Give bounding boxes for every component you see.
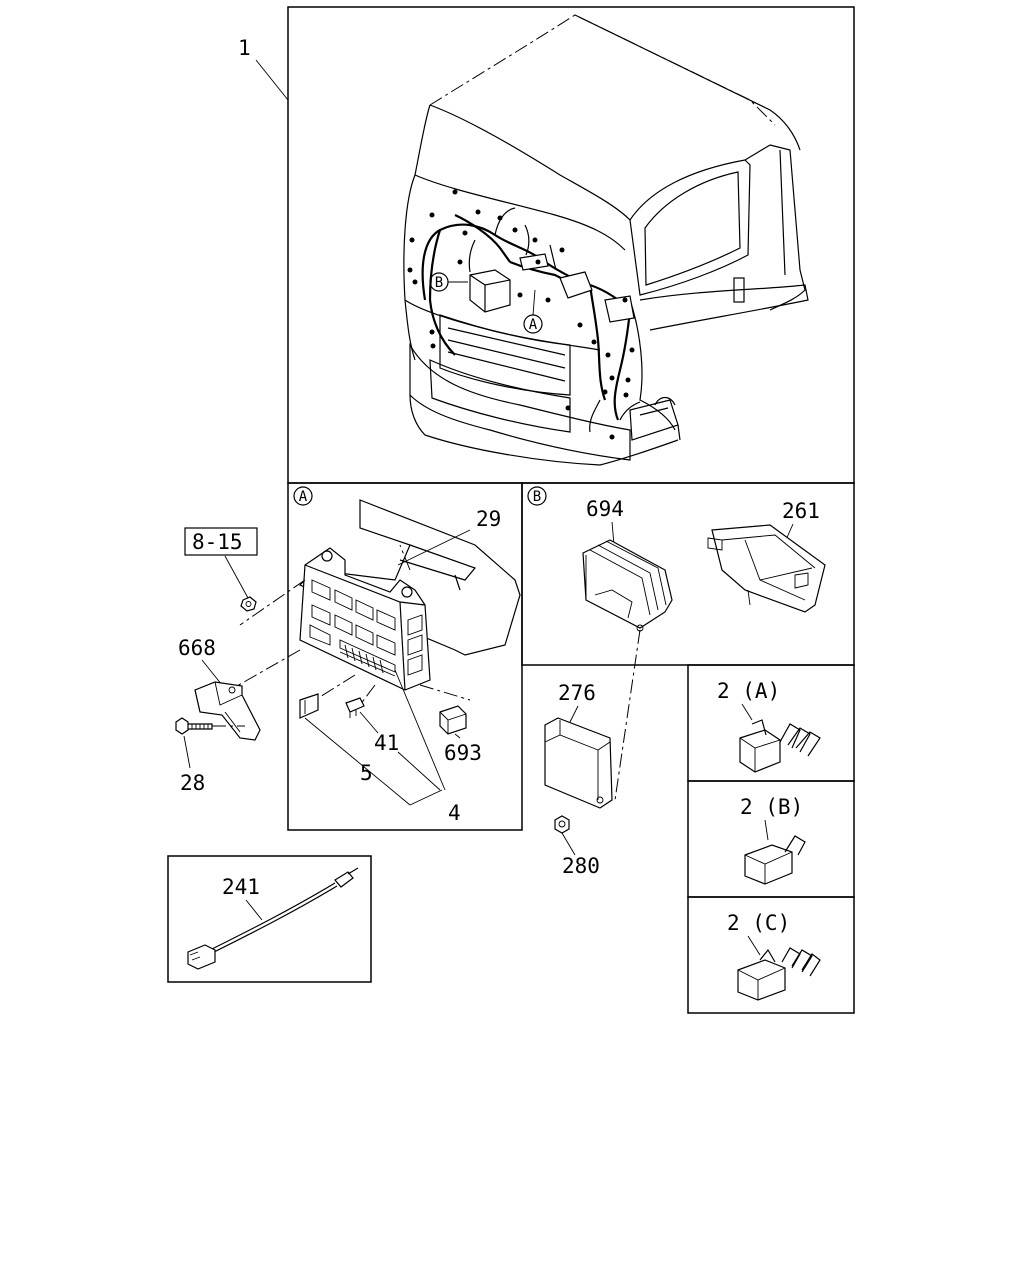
callout-b-circle-panel xyxy=(527,486,547,506)
cover-261-icon xyxy=(707,524,826,613)
label-bracket-668: 668 xyxy=(178,636,216,660)
fuse-box-assembly xyxy=(229,499,521,806)
label-clip-5: 5 xyxy=(360,761,373,785)
nut-280-icon xyxy=(554,815,570,834)
leader-28 xyxy=(183,735,191,769)
relay-2b-icon xyxy=(744,835,806,885)
label-nut-280: 280 xyxy=(562,854,600,878)
ecu-694-icon xyxy=(582,539,673,632)
bolt-28-icon xyxy=(175,717,245,735)
leader-2c xyxy=(747,935,761,956)
label-cover-276: 276 xyxy=(558,681,596,705)
leader-1 xyxy=(255,59,289,101)
panel-frames xyxy=(167,6,855,1014)
callout-a-panel: A xyxy=(299,489,308,505)
label-relay-2a: 2 (A) xyxy=(717,679,780,703)
label-ecu-694: 694 xyxy=(586,497,624,521)
label-bolt-28: 28 xyxy=(180,771,205,795)
relay-2c-panel xyxy=(687,896,855,1014)
leader-2a xyxy=(741,703,753,721)
leader-280 xyxy=(561,832,576,856)
wire-241-panel xyxy=(167,855,372,983)
label-fusebox-4: 4 xyxy=(448,801,461,825)
wire-lead-241-icon xyxy=(187,867,359,970)
label-relay-2c: 2 (C) xyxy=(727,911,790,935)
label-cover-241: 241 xyxy=(222,875,260,899)
label-ref-8-15: 8-15 xyxy=(192,530,243,554)
leader-668 xyxy=(201,659,223,686)
leader-241 xyxy=(245,899,263,921)
leader-8-15 xyxy=(224,555,249,599)
main-cab-panel xyxy=(287,6,855,484)
bracket-668-icon xyxy=(194,681,261,741)
label-relay-693: 693 xyxy=(444,741,482,765)
relay-2c-icon xyxy=(737,947,821,1001)
leader-694 xyxy=(611,521,615,546)
label-cover-261: 261 xyxy=(782,499,820,523)
callout-b-panel: B xyxy=(533,489,541,505)
cover-276-icon xyxy=(544,717,613,809)
label-harness-1: 1 xyxy=(238,36,251,60)
link-line-694-276 xyxy=(614,629,641,801)
nut-icon xyxy=(240,596,257,612)
callout-a-circle-panel xyxy=(293,486,313,506)
leader-2b xyxy=(764,819,769,841)
truck-cab-drawing: B A xyxy=(403,14,809,466)
ref-box-8-15 xyxy=(184,527,258,556)
relay-2a-icon xyxy=(739,719,821,773)
callout-a-main: A xyxy=(529,317,538,333)
connector-dots xyxy=(407,189,635,440)
callout-b-main: B xyxy=(435,275,443,291)
label-cover-29: 29 xyxy=(476,507,501,531)
label-fuse-41: 41 xyxy=(374,731,399,755)
label-relay-2b: 2 (B) xyxy=(740,795,803,819)
